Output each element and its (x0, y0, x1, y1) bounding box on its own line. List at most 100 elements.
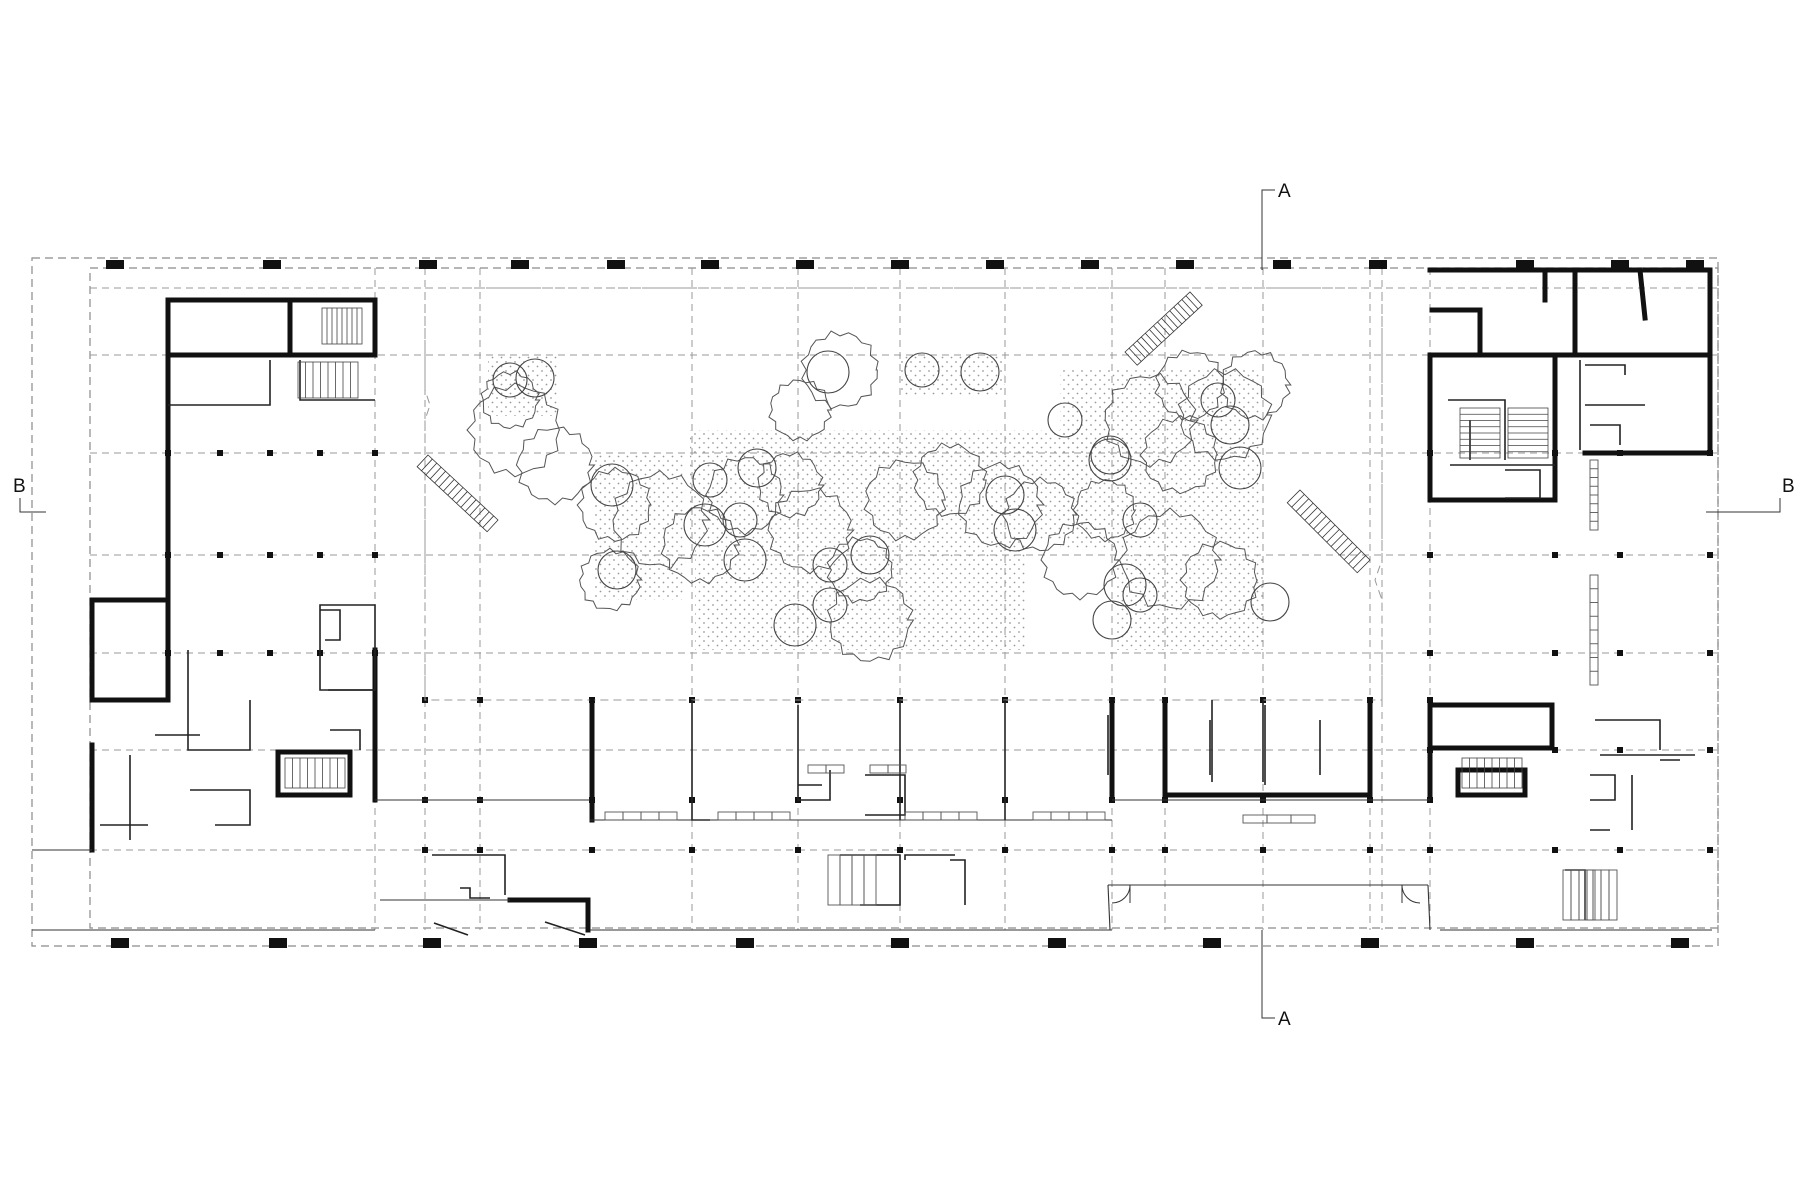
tree-canopy-icon (826, 576, 915, 662)
bench-unit (825, 764, 845, 774)
stair-tread (447, 483, 459, 496)
column-block-icon (106, 260, 124, 269)
column-block-icon (1617, 552, 1623, 558)
column-block-icon (1552, 552, 1558, 558)
bench-unit (1608, 869, 1618, 921)
stair-tread (1185, 295, 1199, 310)
stair-tread (460, 495, 473, 508)
column-block-icon (1427, 552, 1433, 558)
entrance-doors (1111, 884, 1421, 904)
column-block-icon (372, 450, 378, 456)
tree-trunk-circle (1122, 502, 1158, 538)
stair-tread (1291, 494, 1305, 508)
column-block-icon (267, 552, 273, 558)
tree-trunk-circle (1250, 582, 1290, 622)
tree-canopy-icon (579, 547, 643, 612)
stair-tread (478, 511, 490, 524)
stair-tread (1132, 344, 1146, 358)
tree-trunk-circle (960, 352, 1000, 392)
tree-trunk-circle (993, 508, 1037, 552)
bench-unit (869, 764, 889, 774)
tree-canopy-icon (1177, 368, 1273, 461)
column-block-icon (1552, 650, 1558, 656)
column-block-icon (477, 697, 483, 703)
column-block-icon (267, 650, 273, 656)
tree-trunk-circle (985, 475, 1025, 515)
stair-tread (438, 475, 451, 488)
tree-trunk-circle (492, 362, 528, 398)
column-block-icon (796, 260, 814, 269)
bench-unit (1570, 869, 1580, 921)
stair-tread (482, 515, 494, 528)
stair-tread (1295, 498, 1310, 512)
tree-canopy-icon (515, 426, 596, 506)
tree-canopy-icon (1139, 414, 1219, 495)
column-block-icon (1707, 847, 1713, 853)
tree-canopy-icon (1118, 507, 1223, 610)
column-block-icon (1707, 747, 1713, 753)
tree-canopy-icon (757, 451, 826, 519)
column-block-icon (589, 847, 595, 853)
column-block-icon (1203, 938, 1221, 948)
column-block-icon (423, 938, 441, 948)
tree-canopy-icon (800, 330, 879, 410)
section-label-b-left: B (13, 476, 26, 497)
tree-canopy-icon (612, 469, 712, 569)
bench-unit (753, 811, 773, 821)
column-block-icon (217, 650, 223, 656)
column-block-icon (1109, 847, 1115, 853)
tree-canopy-icon (826, 536, 893, 604)
heavy-walls (89, 267, 1713, 933)
stair-tread (421, 458, 433, 472)
column-block-icon (701, 260, 719, 269)
column-block-icon (422, 847, 428, 853)
tree-canopy-icon (958, 461, 1046, 549)
stair-tread (1321, 524, 1336, 539)
bench-unit (640, 811, 660, 821)
tree-canopy-icon (480, 370, 541, 430)
stair-tread (443, 479, 455, 492)
stair-tread (429, 466, 442, 480)
tree-trunk-circle (683, 503, 727, 547)
section-marker-a-bottom: A (1261, 930, 1291, 1030)
column-block-icon (217, 450, 223, 456)
bench-unit (1050, 811, 1070, 821)
column-block-icon (1002, 847, 1008, 853)
bench-unit (1266, 814, 1292, 824)
stair-tread (1177, 302, 1191, 317)
tree-canopy-icon (576, 466, 652, 542)
section-marker-b-right: B (1706, 476, 1795, 513)
tree-canopy-icon (1179, 540, 1259, 620)
tree-trunk-circle (723, 538, 767, 582)
column-block-icon (217, 552, 223, 558)
bench-unit (1592, 869, 1602, 921)
stair-tread (451, 487, 464, 500)
stair-tread (1343, 546, 1358, 560)
column-block-icon (1081, 260, 1099, 269)
tree-trunk-circle (1210, 405, 1250, 445)
column-block-icon (372, 552, 378, 558)
tree-trunk-circle (850, 535, 890, 575)
stair-tread (473, 507, 486, 520)
stair-tread (425, 462, 438, 476)
stair-tread (1169, 310, 1183, 325)
tree-trunk-circle (1122, 577, 1158, 613)
building-stairs (284, 307, 1549, 789)
section-label-b-right: B (1782, 476, 1795, 497)
column-block-icon (795, 847, 801, 853)
bench-unit (1562, 869, 1572, 921)
column-block-icon (1427, 650, 1433, 656)
tree-trunk-circle (1218, 446, 1262, 490)
tree-canopy-icon (705, 457, 785, 536)
bench-units (604, 459, 1618, 921)
courtyard (424, 287, 1383, 701)
column-block-icon (267, 450, 273, 456)
tree-canopy-icon (912, 442, 988, 517)
tree-trunk-circle (1088, 438, 1132, 482)
bench-unit (839, 854, 853, 906)
column-block-icon (689, 847, 695, 853)
stair-tread (469, 503, 481, 516)
stair-tread (1300, 502, 1314, 517)
bench-unit (771, 811, 791, 821)
